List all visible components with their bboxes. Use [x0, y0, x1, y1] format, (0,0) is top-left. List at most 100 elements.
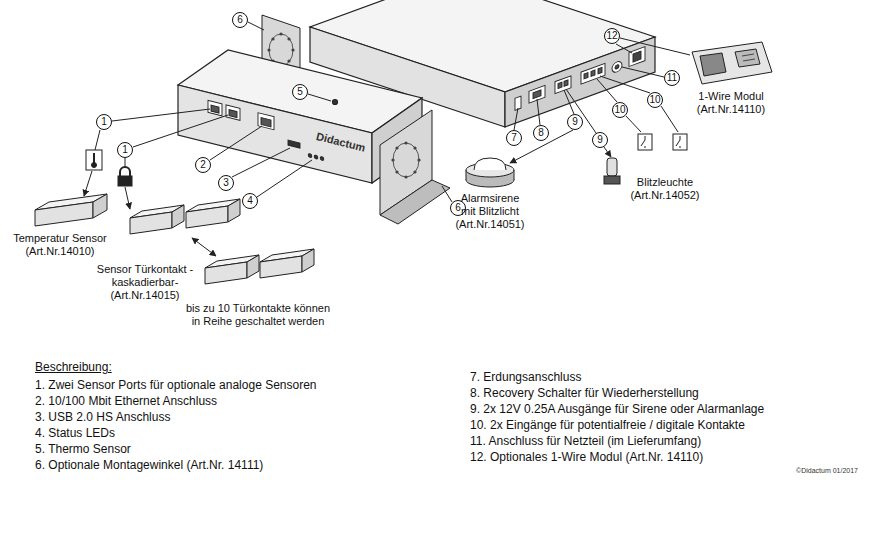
bracket-hole — [404, 141, 407, 144]
thermo-sensor-hole — [333, 100, 338, 105]
bracket-hole — [404, 175, 407, 178]
callout-number: 10 — [612, 102, 628, 118]
callout-number: 1 — [117, 142, 133, 158]
module-socket — [735, 49, 760, 67]
description-heading: Beschreibung: — [35, 360, 112, 375]
sensor-end — [172, 205, 184, 228]
bracket-hole — [267, 48, 270, 51]
thermometer-icon — [86, 150, 102, 170]
description-item: 11. Anschluss für Netzteil (im Lieferumf… — [470, 434, 701, 449]
rj-opening — [633, 51, 641, 62]
terminal-pin — [598, 67, 602, 73]
sensor-end — [302, 249, 314, 272]
copyright-note: ©Didactum 01/2017 — [796, 466, 858, 475]
housing-end — [505, 37, 655, 127]
description-item: 8. Recovery Schalter für Wiederherstellu… — [470, 386, 699, 401]
description-item: 6. Optionale Montagewinkel (Art.Nr. 1411… — [35, 458, 263, 473]
bracket-hole — [291, 48, 294, 51]
terminal-pin — [564, 80, 568, 86]
leader-line — [112, 109, 210, 121]
leader-line — [308, 94, 331, 101]
description-item: 4. Status LEDs — [35, 426, 115, 441]
leader-line — [248, 22, 264, 30]
bracket-hole — [395, 170, 398, 173]
switch-mark — [641, 136, 645, 148]
description-item: 5. Thermo Sensor — [35, 442, 131, 457]
bracket-foot — [380, 180, 450, 224]
part-label: 1-Wire Modul (Art.Nr.14110) — [686, 90, 776, 116]
cascade-arrow — [192, 238, 216, 256]
sensor-front — [130, 212, 172, 234]
callout-number: 1 — [96, 114, 112, 130]
leader-line — [95, 130, 100, 150]
leader-line — [661, 106, 678, 132]
module-pin-row — [743, 59, 755, 61]
beacon-lamp — [607, 158, 617, 176]
leader-line — [442, 186, 452, 202]
terminal-pin — [584, 73, 588, 79]
terminal-pin — [558, 82, 562, 88]
bracket-hole — [395, 146, 398, 149]
housing-front — [178, 85, 372, 183]
sensor-front — [205, 262, 247, 284]
switch-lever — [533, 90, 541, 99]
leader-line — [133, 115, 228, 147]
bracket-hole — [287, 59, 290, 62]
sensor-front — [186, 206, 228, 228]
port-opening — [229, 110, 237, 118]
callout-number: 6 — [232, 12, 248, 28]
callout-number: 8 — [533, 125, 549, 141]
status-led — [314, 155, 318, 159]
leader-arrow — [604, 147, 611, 157]
port-opening — [211, 105, 219, 113]
callout-number: 11 — [664, 70, 680, 86]
callout-number: 9 — [592, 132, 608, 148]
leader-arrow — [84, 171, 92, 196]
one-wire-module — [692, 42, 772, 84]
contact-symbol — [673, 134, 687, 150]
leader-line — [566, 89, 596, 133]
leader-line — [597, 79, 617, 102]
flash-beacon — [604, 158, 620, 184]
callout-number: 12 — [604, 28, 620, 44]
callout-number: 4 — [242, 193, 258, 209]
leader-line — [257, 160, 312, 197]
sensor-end — [247, 255, 259, 278]
bracket-hole — [271, 37, 274, 40]
description-item: 7. Erdungsanschluss — [470, 370, 581, 385]
thermometer-stem — [93, 153, 95, 163]
power-jack — [612, 60, 622, 74]
description-item: 9. 2x 12V 0.25A Ausgänge für Sirene oder… — [470, 402, 764, 417]
bracket-hole — [413, 170, 416, 173]
description-item: 12. Optionales 1-Wire Modul (Art.Nr. 141… — [470, 450, 703, 465]
bracket-hole — [413, 146, 416, 149]
mounting-bracket — [380, 110, 450, 224]
leader-line — [622, 67, 664, 77]
input-terminal — [581, 63, 605, 84]
siren-dome — [474, 158, 506, 170]
sensor-end — [93, 194, 107, 218]
leader-arrow — [125, 187, 130, 209]
callout-number: 9 — [567, 114, 583, 130]
bracket-hole — [417, 158, 420, 161]
sensor-port — [208, 100, 222, 115]
callout-number: 7 — [506, 130, 522, 146]
leader-line — [232, 148, 290, 177]
leader-line — [626, 116, 641, 132]
leader-line — [125, 158, 126, 167]
module-connector — [700, 53, 726, 76]
rj-socket — [629, 47, 645, 67]
bracket-hole — [287, 37, 290, 40]
part-label: Alarmsirene mit Blitzlicht (Art.Nr.14051… — [453, 192, 527, 231]
sensor-front — [35, 202, 93, 226]
status-led — [308, 153, 312, 157]
description-item: 2. 10/100 Mbit Ethernet Anschluss — [35, 394, 217, 409]
module-board — [692, 42, 772, 84]
part-label: Blitzleuchte (Art.Nr.14052) — [622, 176, 708, 202]
description-item: 1. Zwei Sensor Ports für optionale analo… — [35, 378, 317, 393]
connector-panel — [515, 47, 645, 111]
temperature-sensor — [35, 150, 107, 226]
leader-line — [616, 44, 632, 53]
bracket-hole-ring — [393, 143, 419, 177]
callout-number: 10 — [647, 92, 663, 108]
